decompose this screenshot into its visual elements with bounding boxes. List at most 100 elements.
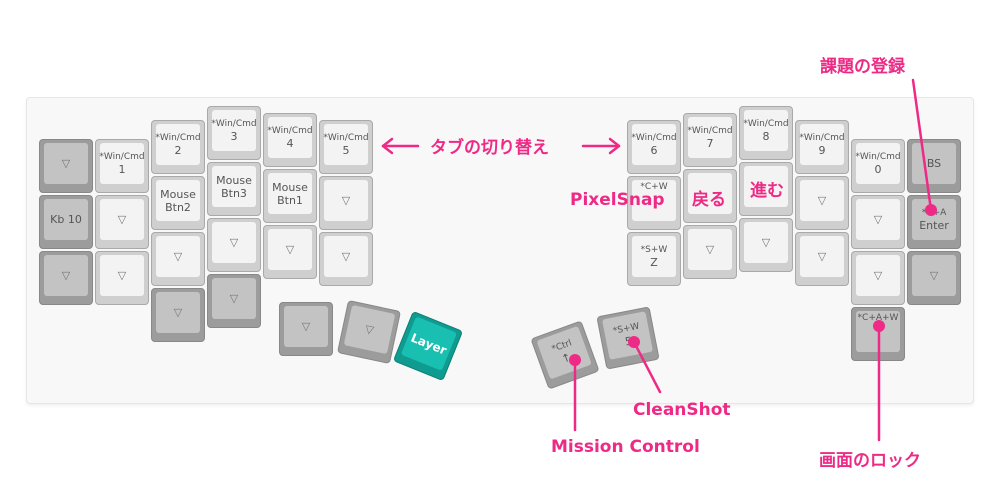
key-label: 5 <box>342 143 350 157</box>
key-label: Mouse <box>216 173 252 187</box>
key-left-outer-top[interactable]: ▽ <box>39 139 93 193</box>
triangle-icon: ▽ <box>117 269 127 282</box>
triangle-icon: ▽ <box>117 213 127 226</box>
arrow-left-head <box>381 137 394 155</box>
dot-sw5 <box>628 336 640 348</box>
label-forward: 進む <box>750 181 784 201</box>
key-label: Btn2 <box>165 200 191 214</box>
triangle-icon: ▽ <box>285 243 295 256</box>
key-cw-pixelsnap[interactable]: *C+W <box>627 176 681 230</box>
key-label: 6 <box>650 143 658 157</box>
key-right-c4-r3[interactable]: ▽ <box>795 232 849 286</box>
key-right-c3-r3[interactable]: ▽ <box>739 218 793 272</box>
triangle-icon: ▽ <box>173 306 183 319</box>
arrow-right-head <box>608 137 621 155</box>
key-label: Z <box>650 255 658 269</box>
key-label: Kb 10 <box>50 213 82 226</box>
key-label: 2 <box>174 143 182 157</box>
key-label: 9 <box>818 143 826 157</box>
key-label: Mouse <box>272 180 308 194</box>
key-label: *Win/Cmd <box>687 125 733 136</box>
key-left-c1-r2[interactable]: ▽ <box>95 195 149 249</box>
triangle-icon: ▽ <box>341 194 351 207</box>
key-label: Enter <box>919 218 949 232</box>
line-cleanshot <box>632 340 662 394</box>
triangle-icon: ▽ <box>229 292 239 305</box>
label-task-register: 課題の登録 <box>820 57 905 77</box>
triangle-icon: ▽ <box>173 250 183 263</box>
label-lock-screen: 画面のロック <box>819 451 921 471</box>
key-label: *Win/Cmd <box>631 132 677 143</box>
key-right-outer-bottom[interactable]: ▽ <box>907 251 961 305</box>
label-pixelsnap: PixelSnap <box>570 190 665 210</box>
key-kb10[interactable]: Kb 10 <box>39 195 93 249</box>
key-label: *Win/Cmd <box>323 132 369 143</box>
triangle-icon: ▽ <box>229 236 239 249</box>
label-back: 戻る <box>692 190 726 210</box>
key-label: *C+W <box>640 182 668 192</box>
key-backspace[interactable]: BS <box>907 139 961 193</box>
key-label: 1 <box>118 162 126 176</box>
key-left-c3-r4[interactable]: ▽ <box>207 274 261 328</box>
triangle-icon: ▽ <box>873 213 883 226</box>
key-label: 3 <box>230 129 238 143</box>
triangle-icon: ▽ <box>873 269 883 282</box>
key-enter[interactable]: *C+AEnter <box>907 195 961 249</box>
key-label: *Win/Cmd <box>99 151 145 162</box>
key-thumb-left-1[interactable]: ▽ <box>279 302 333 356</box>
key-label: 8 <box>762 129 770 143</box>
dot-enter <box>925 204 937 216</box>
dot-ctrl <box>569 354 581 366</box>
label-tab-switch: タブの切り替え <box>430 138 549 158</box>
key-left-c5-r3[interactable]: ▽ <box>319 232 373 286</box>
key-right-c2-r3[interactable]: ▽ <box>683 225 737 279</box>
key-label: *Win/Cmd <box>211 118 257 129</box>
key-right-c4-r2[interactable]: ▽ <box>795 176 849 230</box>
label-cleanshot: CleanShot <box>633 400 731 420</box>
key-label: *Win/Cmd <box>799 132 845 143</box>
triangle-icon: ▽ <box>341 250 351 263</box>
key-right-c5-r3[interactable]: ▽ <box>851 251 905 305</box>
key-left-c5-r2[interactable]: ▽ <box>319 176 373 230</box>
key-label: 4 <box>286 136 294 150</box>
key-label: *Win/Cmd <box>155 132 201 143</box>
triangle-icon: ▽ <box>61 157 71 170</box>
key-right-c5-r2[interactable]: ▽ <box>851 195 905 249</box>
key-left-c4-r3[interactable]: ▽ <box>263 225 317 279</box>
key-label: *Win/Cmd <box>267 125 313 136</box>
key-label: Mouse <box>160 187 196 201</box>
key-label: 7 <box>706 136 714 150</box>
label-mission-control: Mission Control <box>551 437 700 457</box>
key-back[interactable] <box>683 169 737 223</box>
key-forward[interactable] <box>739 162 793 216</box>
key-left-c2-r3[interactable]: ▽ <box>151 232 205 286</box>
key-label: BS <box>926 157 942 170</box>
triangle-icon: ▽ <box>61 269 71 282</box>
triangle-icon: ▽ <box>301 320 311 333</box>
line-task-register <box>911 78 933 212</box>
key-label: *C+A+W <box>857 313 899 323</box>
triangle-icon: ▽ <box>929 269 939 282</box>
key-left-c3-r3[interactable]: ▽ <box>207 218 261 272</box>
key-left-outer-bottom[interactable]: ▽ <box>39 251 93 305</box>
triangle-icon: ▽ <box>817 250 827 263</box>
triangle-icon: ▽ <box>817 194 827 207</box>
key-left-c2-r4[interactable]: ▽ <box>151 288 205 342</box>
key-label: Btn3 <box>221 186 247 200</box>
key-left-c1-r3[interactable]: ▽ <box>95 251 149 305</box>
